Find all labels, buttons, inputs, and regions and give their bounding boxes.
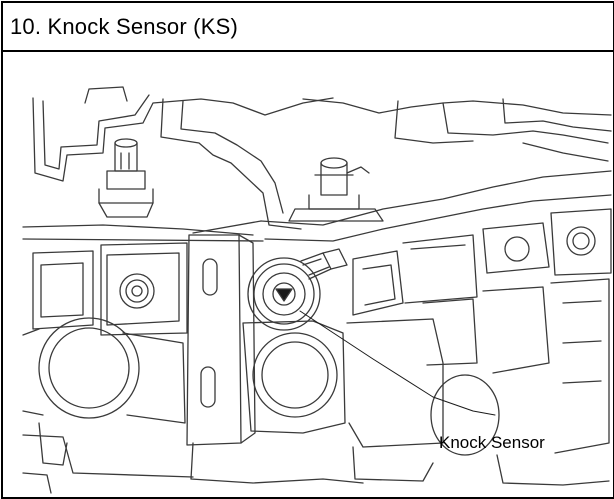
upper-bolt: [288, 157, 384, 222]
intake-rail: [22, 170, 612, 242]
knock-sensor-label: Knock Sensor: [439, 433, 545, 452]
left-bore: [22, 317, 186, 424]
engine-block-illustration: Knock Sensor: [22, 86, 612, 494]
upper-casting-lines: [32, 86, 612, 230]
knock-sensor: [247, 248, 348, 331]
left-block: [32, 242, 188, 336]
lower-casting-lines: [22, 422, 610, 494]
header-bar: 10. Knock Sensor (KS): [3, 3, 613, 52]
left-bolt: [98, 138, 154, 218]
center-bore: [242, 320, 346, 434]
center-plate: [186, 234, 256, 446]
callout-leader-line: [299, 310, 496, 416]
right-side-parts: [346, 208, 612, 456]
page-title: 10. Knock Sensor (KS): [10, 13, 238, 39]
